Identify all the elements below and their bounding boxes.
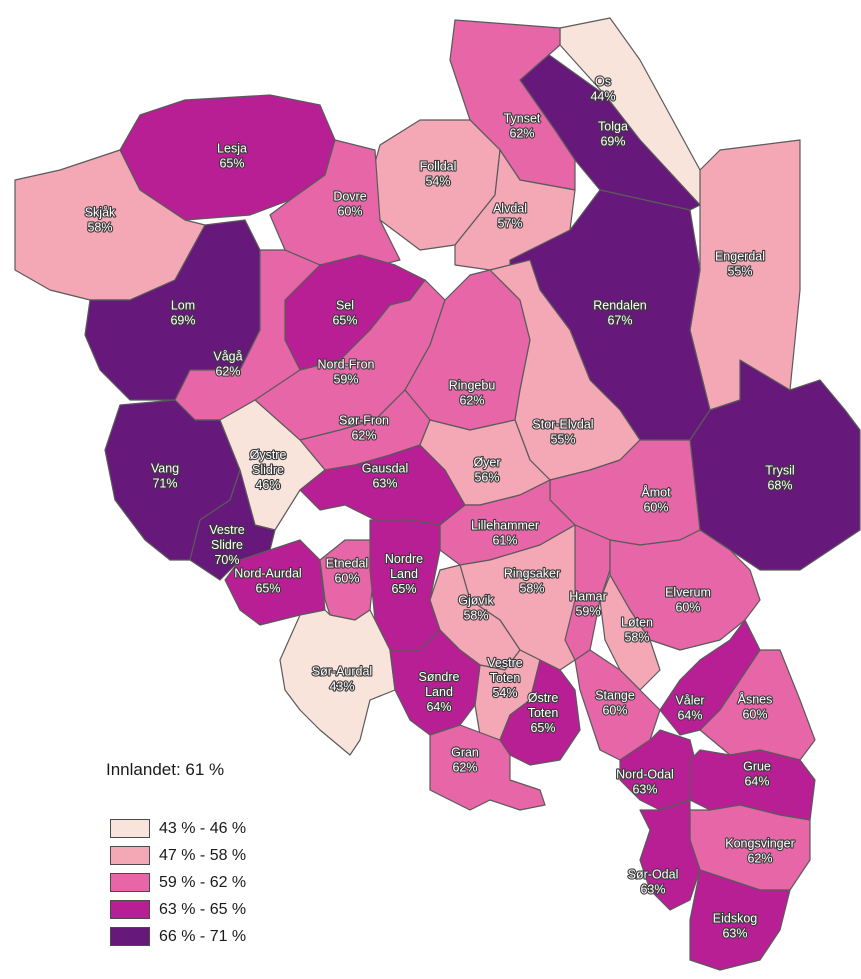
region-sor-odal — [639, 799, 701, 911]
legend-swatch — [110, 900, 150, 919]
legend: 43 % - 46 % 47 % - 58 % 59 % - 62 % 63 % - … — [110, 815, 246, 950]
region-vestre-slidre — [189, 469, 276, 581]
legend-item: 63 % - 65 % — [110, 896, 246, 923]
legend-label: 43 % - 46 % — [159, 819, 247, 837]
region-trysil — [689, 359, 861, 571]
summary-label: Innlandet: 61 % — [106, 760, 225, 779]
region-alvdal — [454, 149, 576, 271]
region-grue — [689, 749, 816, 821]
legend-swatch — [110, 927, 150, 946]
legend-swatch — [110, 873, 150, 892]
legend-item: 59 % - 62 % — [110, 869, 246, 896]
region-nord-aurdal — [224, 539, 326, 626]
legend-label: 59 % - 62 % — [159, 873, 247, 891]
region-eidskog — [689, 869, 791, 971]
legend-label: 47 % - 58 % — [159, 846, 247, 864]
legend-item: 47 % - 58 % — [110, 842, 246, 869]
legend-label: 63 % - 65 % — [159, 900, 247, 918]
legend-swatch — [110, 846, 150, 865]
region-tynset — [449, 19, 576, 191]
legend-swatch — [110, 819, 150, 838]
region-sondre-land — [389, 629, 481, 736]
legend-label: 66 % - 71 % — [159, 927, 247, 945]
region-ostre-toten — [499, 659, 581, 766]
region-gran — [429, 724, 546, 811]
legend-item: 43 % - 46 % — [110, 815, 246, 842]
legend-item: 66 % - 71 % — [110, 923, 246, 950]
